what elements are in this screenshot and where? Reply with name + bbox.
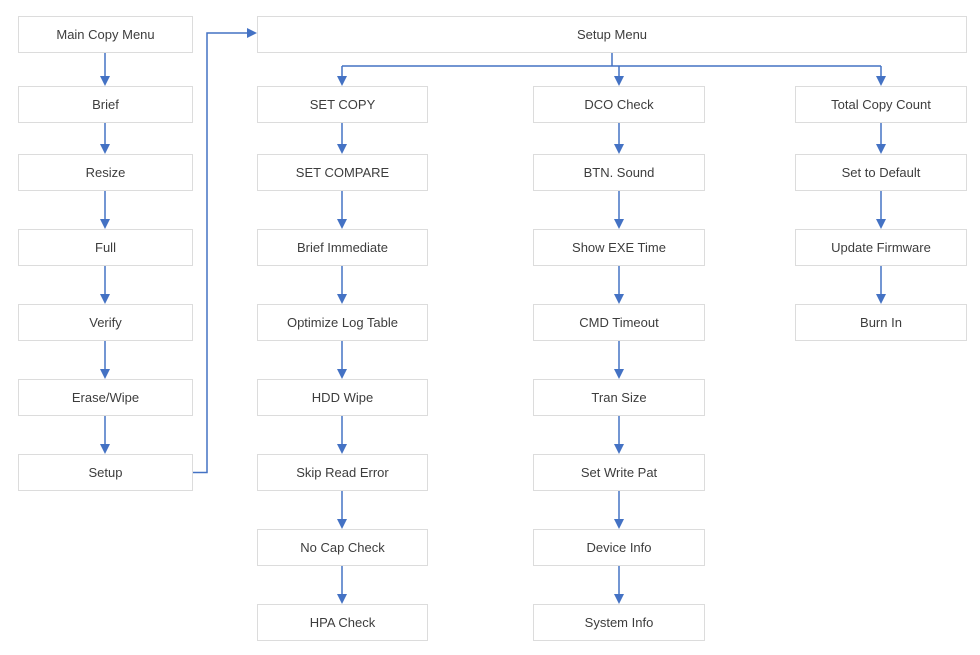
node-btn-sound: BTN. Sound: [533, 154, 705, 191]
node-brief: Brief: [18, 86, 193, 123]
node-dco-check: DCO Check: [533, 86, 705, 123]
node-resize: Resize: [18, 154, 193, 191]
node-erase-wipe: Erase/Wipe: [18, 379, 193, 416]
node-set-to-default: Set to Default: [795, 154, 967, 191]
node-device-info: Device Info: [533, 529, 705, 566]
node-setup-menu: Setup Menu: [257, 16, 967, 53]
node-verify: Verify: [18, 304, 193, 341]
node-set-compare: SET COMPARE: [257, 154, 428, 191]
node-update-firmware: Update Firmware: [795, 229, 967, 266]
node-burn-in: Burn In: [795, 304, 967, 341]
node-total-copy-count: Total Copy Count: [795, 86, 967, 123]
node-brief-immediate: Brief Immediate: [257, 229, 428, 266]
setup-menu-branch: [337, 53, 886, 86]
node-hdd-wipe: HDD Wipe: [257, 379, 428, 416]
arrow-setup-to-setup-menu: [193, 28, 257, 474]
node-hpa-check: HPA Check: [257, 604, 428, 641]
node-main-copy-menu: Main Copy Menu: [18, 16, 193, 53]
node-skip-read-error: Skip Read Error: [257, 454, 428, 491]
node-setup: Setup: [18, 454, 193, 491]
node-set-write-pat: Set Write Pat: [533, 454, 705, 491]
node-full: Full: [18, 229, 193, 266]
node-system-info: System Info: [533, 604, 705, 641]
node-show-exe-time: Show EXE Time: [533, 229, 705, 266]
node-cmd-timeout: CMD Timeout: [533, 304, 705, 341]
node-tran-size: Tran Size: [533, 379, 705, 416]
node-optimize-log-table: Optimize Log Table: [257, 304, 428, 341]
node-set-copy: SET COPY: [257, 86, 428, 123]
node-no-cap-check: No Cap Check: [257, 529, 428, 566]
